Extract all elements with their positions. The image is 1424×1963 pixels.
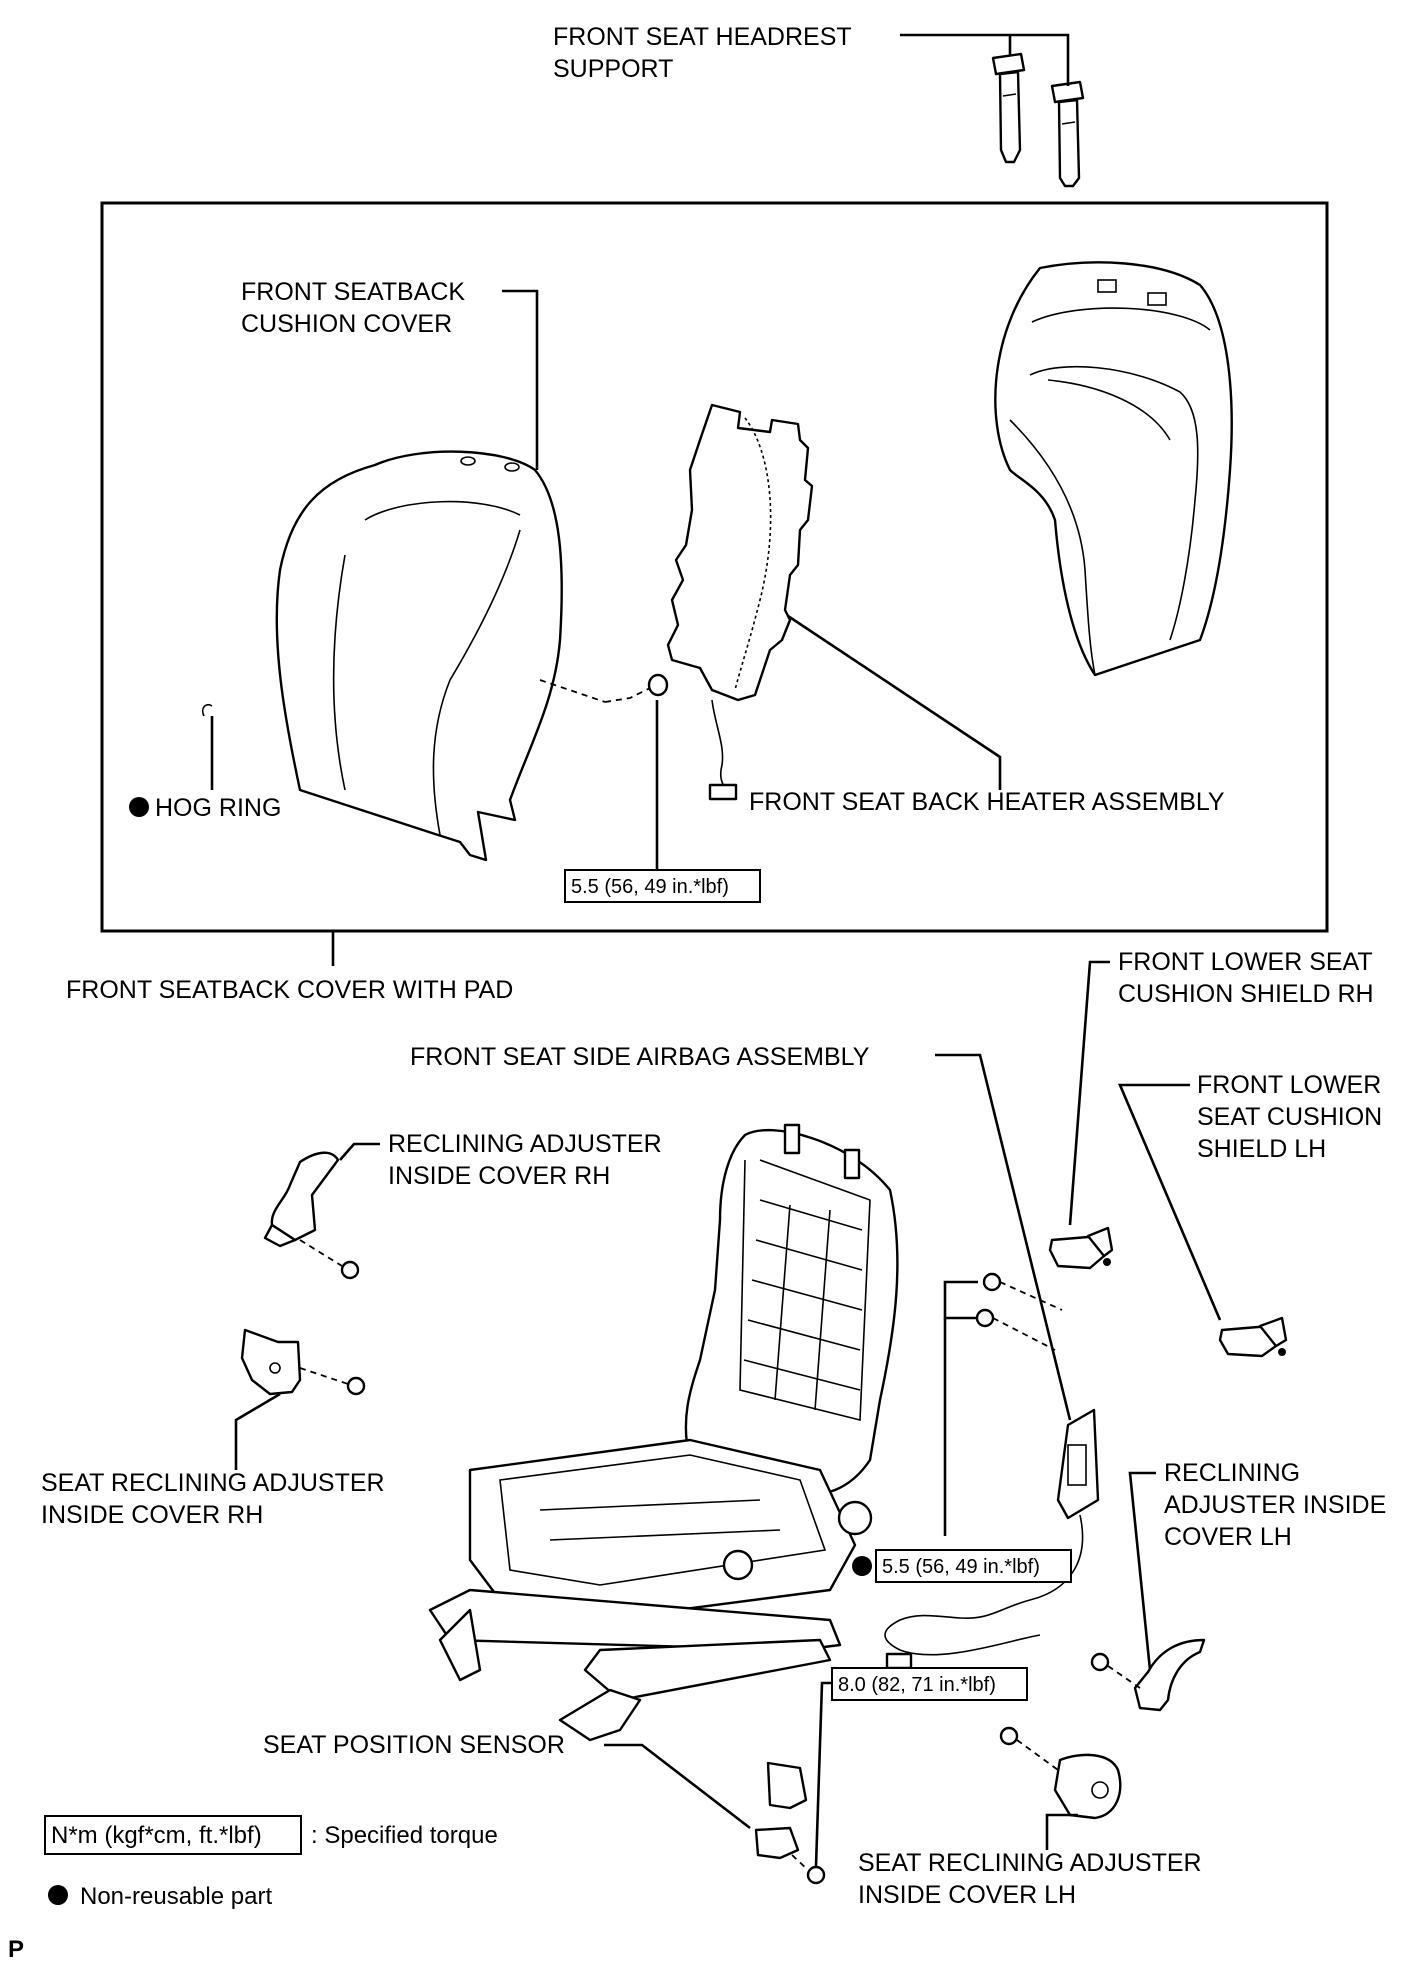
torque-box-airbag [875, 1549, 1072, 1583]
lower-shield-rh-label-2: CUSHION SHIELD RH [1118, 980, 1374, 1008]
heater-nut [539, 673, 669, 703]
recl-adj-lh-label-3: COVER LH [1164, 1523, 1292, 1551]
cushion-cover-label-2: CUSHION COVER [241, 310, 452, 338]
cover-with-pad-label: FRONT SEATBACK COVER WITH PAD [66, 976, 513, 1004]
headrest-support-leader [900, 33, 1070, 86]
legend-torque-desc: : Specified torque [311, 1822, 498, 1849]
heater-leader [655, 614, 1002, 870]
seat-recl-adj-rh-label-1: SEAT RECLINING ADJUSTER [41, 1469, 385, 1497]
seatback-cushion-cover [275, 450, 563, 862]
seat-recl-adj-rh-leader [234, 1392, 281, 1470]
headrest-support-label-2: SUPPORT [553, 55, 673, 83]
airbag-torque-leader [943, 1280, 978, 1320]
lower-shield-rh-part [1048, 1226, 1114, 1270]
sensor-torque-leader [814, 1681, 832, 1867]
lower-shield-lh-label-2: SEAT CUSHION [1197, 1103, 1382, 1131]
recl-adj-rh-part [263, 1151, 360, 1280]
seat-position-sensor-leader [604, 1743, 751, 1830]
airbag-nuts [975, 1272, 1063, 1351]
seat-recl-adj-rh-part [240, 1328, 366, 1396]
headrest-support-label-1: FRONT SEAT HEADREST [553, 23, 852, 51]
side-airbag-label: FRONT SEAT SIDE AIRBAG ASSEMBLY [410, 1043, 870, 1071]
torque-heater-value: 5.5 (56, 49 in.*lbf) [571, 876, 729, 898]
torque-airbag-value: 5.5 (56, 49 in.*lbf) [882, 1556, 1040, 1578]
lower-shield-lh-label-1: FRONT LOWER [1197, 1071, 1381, 1099]
torque-box-heater [564, 869, 761, 903]
lower-shield-lh-part [1218, 1316, 1288, 1358]
seat-recl-adj-lh-label-1: SEAT RECLINING ADJUSTER [858, 1849, 1202, 1877]
hog-ring-part [201, 703, 214, 790]
non-reusable-mark-airbag [852, 1556, 872, 1576]
seat-recl-adj-rh-label-2: INSIDE COVER RH [41, 1501, 263, 1529]
recl-adj-lh-part [1090, 1638, 1206, 1712]
seat-recl-adj-lh-leader [1045, 1813, 1078, 1850]
seat-position-sensor-part [754, 1761, 826, 1885]
seat-recl-adj-lh-label-2: INSIDE COVER LH [858, 1881, 1076, 1909]
recl-adj-lh-leader [1128, 1471, 1156, 1671]
legend-non-reusable-mark [48, 1885, 68, 1905]
lower-shield-lh-leader [1118, 1083, 1222, 1321]
recl-adj-lh-label-1: RECLINING [1164, 1459, 1300, 1487]
seat-position-sensor-label: SEAT POSITION SENSOR [263, 1731, 565, 1759]
seatback-cover-with-pad-frame [100, 201, 1329, 933]
recl-adj-rh-label-1: RECLINING ADJUSTER [388, 1130, 662, 1158]
hog-ring-label: HOG RING [155, 794, 281, 822]
legend-non-reusable-text: Non-reusable part [80, 1883, 272, 1910]
cushion-cover-label-1: FRONT SEATBACK [241, 278, 465, 306]
back-heater-assembly [666, 403, 814, 801]
seat-frame-assembly [428, 1123, 899, 1742]
lower-shield-rh-label-1: FRONT LOWER SEAT [1118, 948, 1373, 976]
seat-recl-adj-lh-part [999, 1726, 1122, 1820]
non-reusable-mark-hog-ring [129, 797, 149, 817]
footer-code: P [8, 1936, 24, 1963]
recl-adj-rh-leader [339, 1142, 380, 1161]
headrest-support-parts [991, 52, 1085, 188]
cushion-cover-leader [502, 289, 539, 470]
side-airbag-leader [935, 1053, 1072, 1421]
lower-shield-rh-leader [1068, 960, 1110, 1226]
legend-torque-box-text: N*m (kgf*cm, ft.*lbf) [51, 1822, 262, 1849]
recl-adj-lh-label-2: ADJUSTER INSIDE [1164, 1491, 1386, 1519]
side-airbag-part [884, 1408, 1100, 1670]
seatback-assembled-pad [994, 261, 1233, 677]
legend-torque-box [44, 1815, 302, 1855]
torque-sensor-value: 8.0 (82, 71 in.*lbf) [838, 1674, 996, 1696]
recl-adj-rh-label-2: INSIDE COVER RH [388, 1162, 610, 1190]
back-heater-label: FRONT SEAT BACK HEATER ASSEMBLY [749, 788, 1225, 816]
lower-shield-lh-label-3: SHIELD LH [1197, 1135, 1326, 1163]
torque-box-sensor [831, 1667, 1028, 1701]
